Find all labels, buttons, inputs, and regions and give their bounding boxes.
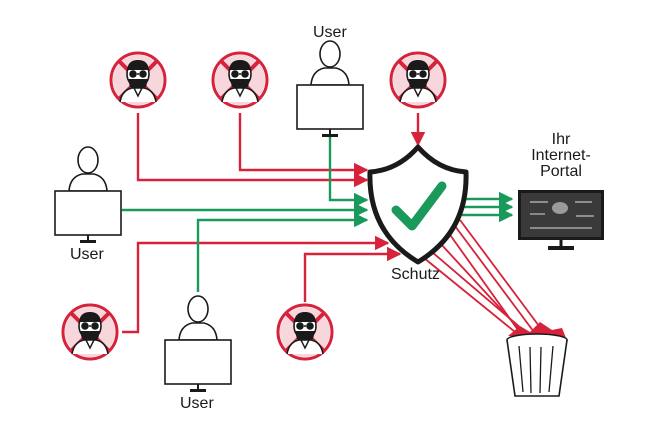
portal-label-line3: Portal: [540, 163, 582, 180]
rejected-rays: [423, 219, 543, 337]
attacker-icon-2: [211, 51, 269, 109]
user-label-left: User: [70, 246, 104, 263]
checkmark-icon: [391, 181, 447, 231]
user-icon-top: [296, 40, 364, 138]
trash-bin-icon: [506, 322, 568, 397]
user-icon-bottom: [164, 295, 232, 393]
portal-label-line2: Internet-: [531, 147, 591, 164]
shield-icon: [367, 144, 469, 265]
attack-path-2: [238, 113, 369, 178]
legitimate-paths: [122, 135, 514, 292]
attacker-icon-5: [276, 303, 334, 361]
user-label-bottom: User: [180, 395, 214, 412]
user-icon-left: [54, 146, 122, 244]
user-path-bottom: [196, 212, 369, 292]
attacker-icon-4: [61, 303, 119, 361]
user-label-top: User: [313, 24, 347, 41]
user-path-top: [328, 135, 369, 208]
attacker-icon-3: [389, 51, 447, 109]
attacker-icon-1: [109, 51, 167, 109]
portal-label: Ihr Internet- Portal: [519, 132, 603, 180]
attack-path-1: [136, 113, 369, 188]
malicious-paths: [122, 113, 426, 334]
web-portal-monitor-icon: [518, 190, 604, 250]
attack-path-4: [122, 235, 390, 334]
shield-label: Schutz: [391, 266, 440, 283]
attack-path-5: [303, 246, 402, 302]
portal-label-line1: Ihr: [551, 131, 571, 148]
